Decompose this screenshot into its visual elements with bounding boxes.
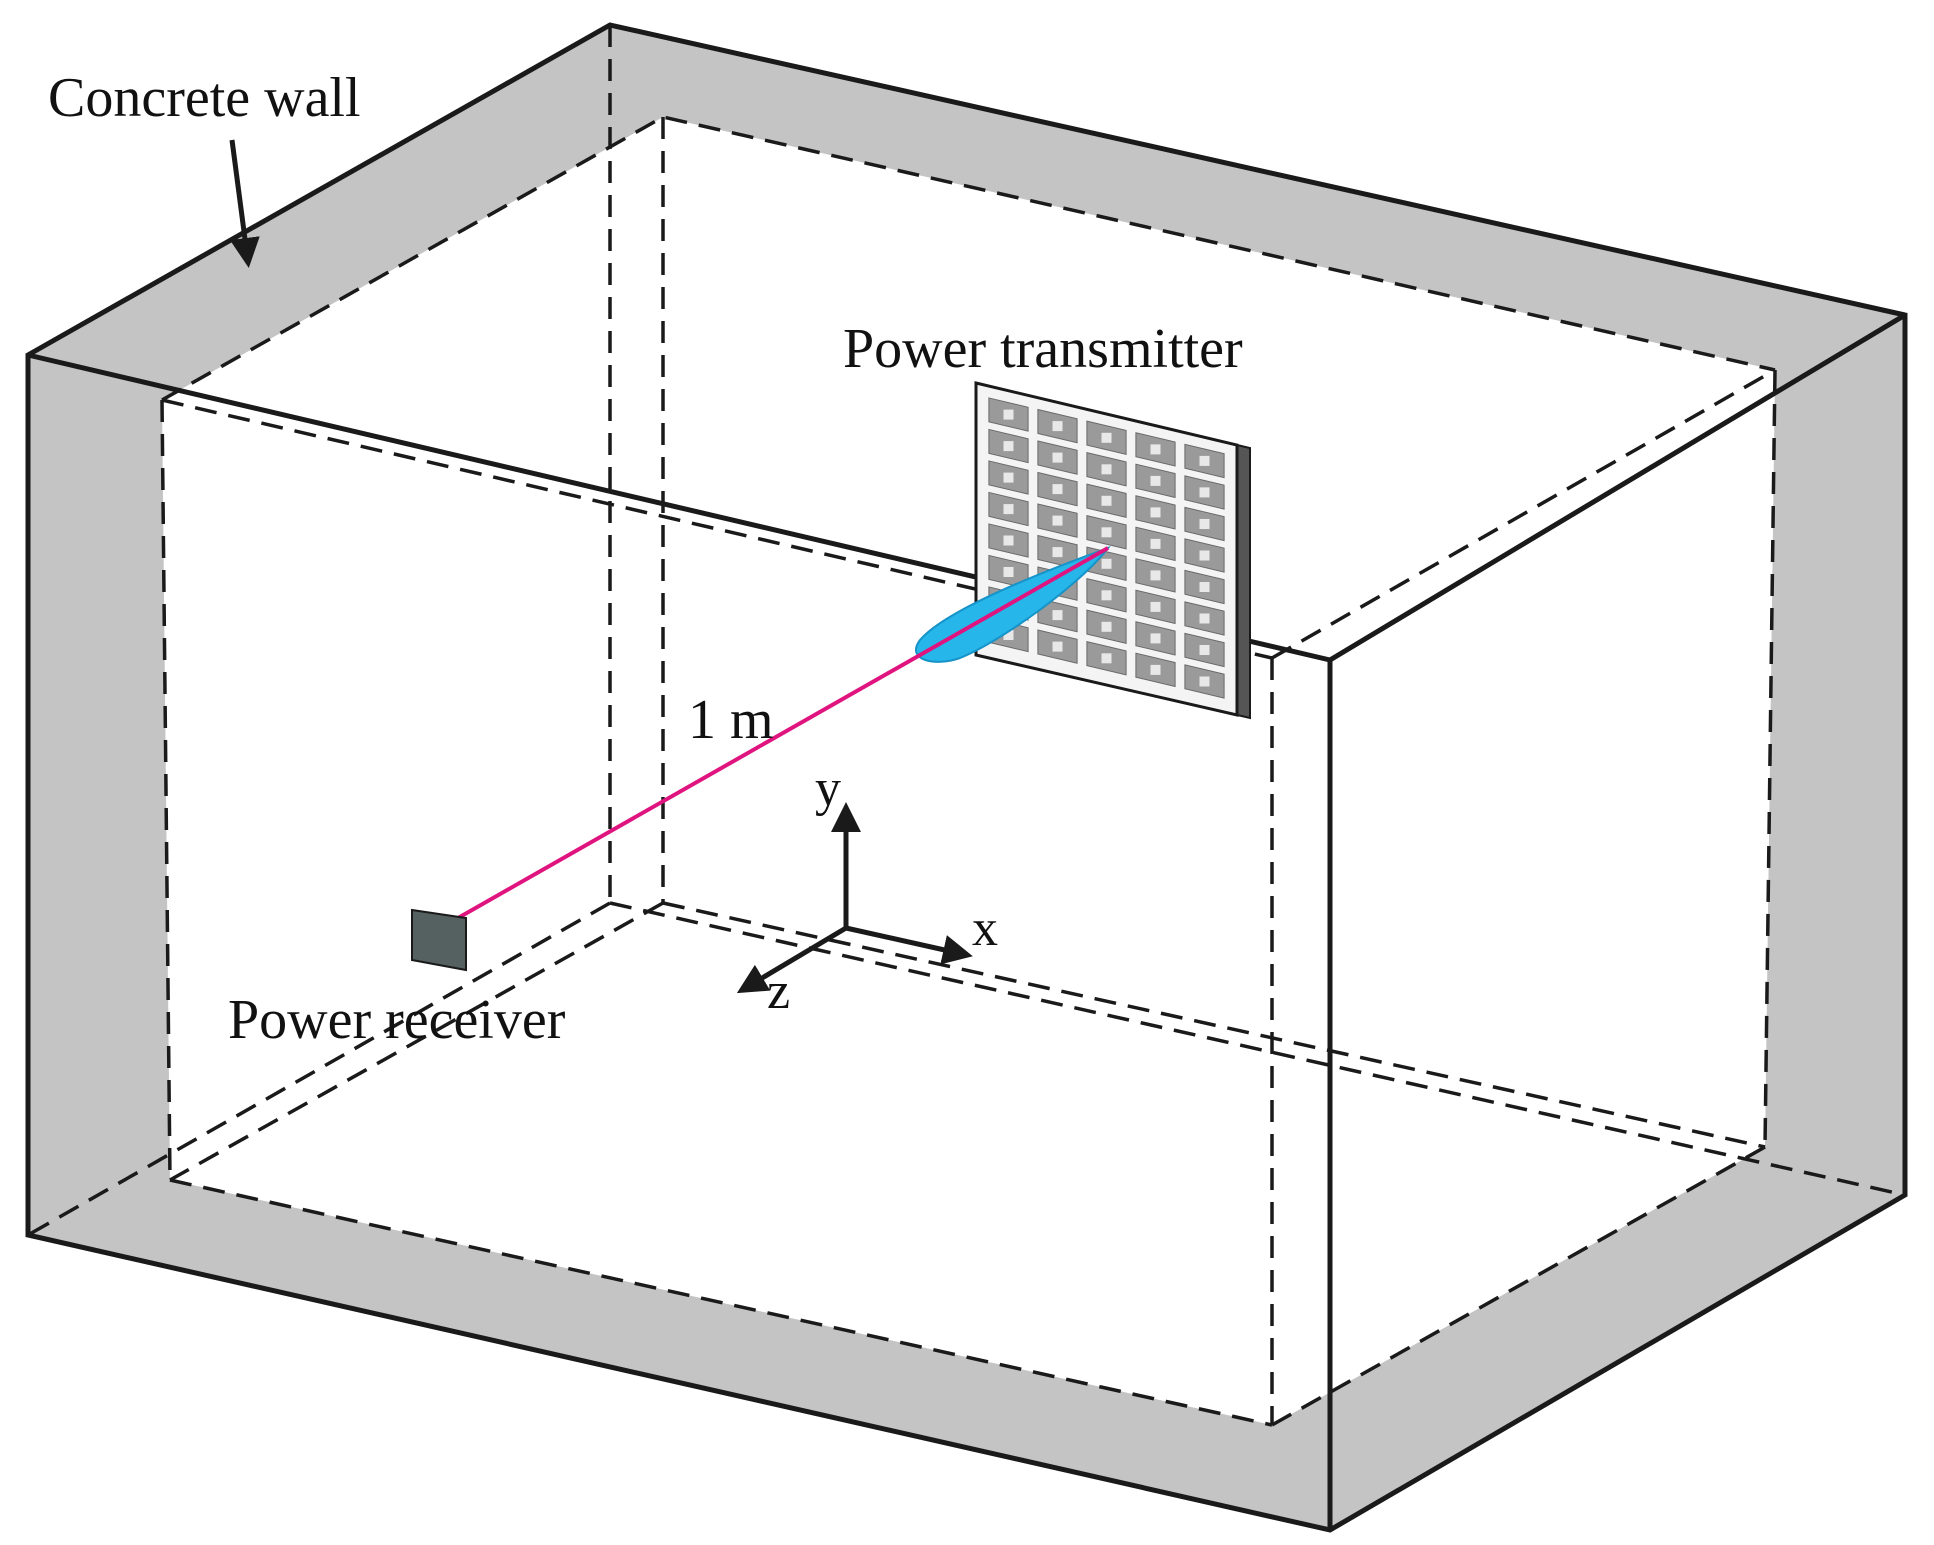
wall-pointer-arrow <box>229 139 260 268</box>
array-element-patch <box>1101 590 1112 601</box>
beam-line <box>457 546 1109 920</box>
array-element-patch <box>1150 633 1161 644</box>
array-tiles <box>988 397 1225 699</box>
array-element-patch <box>1101 464 1112 475</box>
power-receiver <box>411 908 467 972</box>
array-element-patch <box>1199 582 1210 592</box>
array-element-patch <box>1101 558 1112 569</box>
array-element-patch <box>1199 487 1210 498</box>
axis-z-arrow <box>736 925 848 994</box>
axis-z-label: z <box>767 963 790 1020</box>
axis-x-label: x <box>972 900 998 957</box>
array-element-patch <box>1052 484 1063 495</box>
array-element-patch <box>1199 550 1210 561</box>
array-element-patch <box>1150 664 1161 675</box>
axis-y-label: y <box>815 760 841 817</box>
array-element-patch <box>1003 630 1014 640</box>
array-element-patch <box>1199 645 1210 655</box>
array-element-patch <box>1101 527 1112 538</box>
array-element-patch <box>1052 547 1063 558</box>
array-element-patch <box>1052 515 1063 526</box>
power-receiver-label: Power receiver <box>228 989 566 1051</box>
power-beam <box>457 545 1111 920</box>
axis-x-arrow <box>845 925 973 965</box>
hidden-edges <box>27 25 1906 1427</box>
concrete-wall-label: Concrete wall <box>48 67 361 129</box>
array-element-patch <box>1101 432 1112 443</box>
array-element-patch <box>1003 409 1014 420</box>
array-element-patch <box>1052 610 1063 621</box>
array-element-patch <box>1052 641 1063 652</box>
array-element-patch <box>1150 475 1161 486</box>
array-element-patch <box>1003 472 1014 483</box>
receiver-box <box>411 908 467 972</box>
array-element-patch <box>1003 567 1014 577</box>
array-element-patch <box>1101 653 1112 664</box>
array-element-patch <box>1150 444 1161 455</box>
array-element-patch <box>1052 452 1063 463</box>
power-transmitter-label: Power transmitter <box>843 318 1243 380</box>
array-element-patch <box>1150 570 1161 581</box>
array-element-patch <box>1101 621 1112 632</box>
array-element-patch <box>1199 455 1210 466</box>
array-element-patch <box>1150 507 1161 518</box>
array-element-patch <box>1003 535 1014 546</box>
array-element-patch <box>1150 538 1161 549</box>
array-element-patch <box>1150 601 1161 612</box>
array-element-patch <box>1199 613 1210 624</box>
array-element-patch <box>1199 676 1210 687</box>
power-transmitter-array <box>974 381 1251 720</box>
array-element-patch <box>1003 504 1014 515</box>
panel-edge <box>1236 443 1251 720</box>
array-element-patch <box>1003 441 1014 452</box>
array-element-patch <box>1052 421 1063 432</box>
array-element-patch <box>1101 495 1112 506</box>
array-element-patch <box>1199 519 1210 529</box>
distance-label: 1 m <box>688 689 774 751</box>
coordinate-axes <box>736 802 973 994</box>
